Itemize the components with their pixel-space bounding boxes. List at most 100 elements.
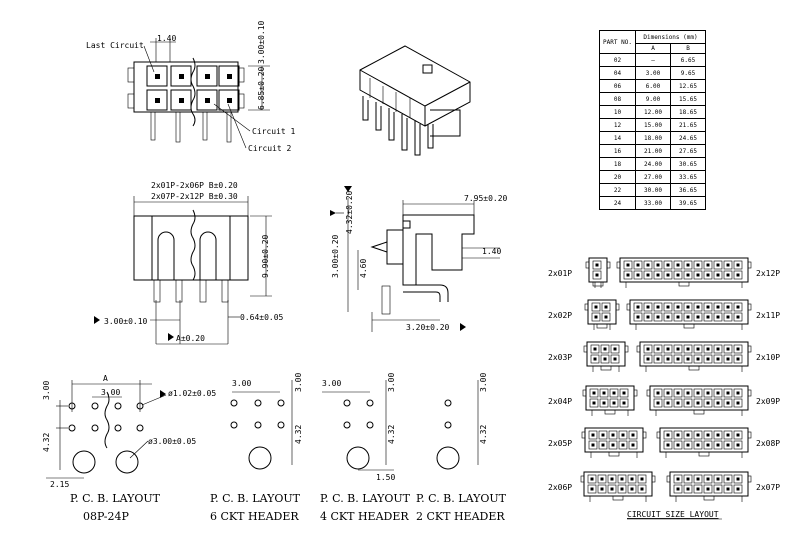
pcb4-title-2: 2 CKT HEADER bbox=[416, 510, 505, 523]
cavity bbox=[663, 312, 673, 322]
cell-b: 39.65 bbox=[670, 196, 706, 210]
pcb3-dim-right2: 4.32 bbox=[387, 425, 396, 444]
pcb1-dim-left2: 4.32 bbox=[42, 433, 51, 452]
cavity bbox=[673, 344, 683, 354]
cell-part: 02 bbox=[599, 53, 636, 67]
pcb1-holes bbox=[68, 402, 144, 432]
cavity bbox=[703, 344, 713, 354]
cavity bbox=[703, 302, 713, 312]
cavity bbox=[601, 302, 611, 312]
top-view: 1.40 Last Circuit 3.00±0.10 6.85±0.20 Ci… bbox=[86, 20, 296, 153]
side-left-dim: 3.00±0.10 bbox=[104, 317, 148, 326]
cavity bbox=[607, 474, 617, 484]
cavity bbox=[653, 398, 663, 408]
cell-a: 27.00 bbox=[635, 170, 671, 184]
pcb2-holes bbox=[230, 399, 285, 429]
pcb1-dim-left: 3.00 bbox=[42, 381, 51, 400]
pcb-layout-4ckt: 3.00 3.00 4.32 1.50 P. C. B. LAYOUT 4 CK… bbox=[320, 373, 411, 523]
profile-dim-b: 4.32±0.20 bbox=[345, 190, 354, 234]
cavity bbox=[643, 270, 653, 280]
cavity bbox=[643, 302, 653, 312]
pcb2-dim-right: 3.00 bbox=[294, 373, 303, 392]
cavity bbox=[643, 344, 653, 354]
table-row: 02—6.65 bbox=[599, 53, 706, 67]
cavity bbox=[683, 270, 693, 280]
profile-top-dim: 7.95±0.20 bbox=[464, 194, 508, 203]
label-left-2: 2x03P bbox=[548, 353, 572, 362]
connector-2x12P bbox=[616, 257, 752, 288]
cell-a: 6.00 bbox=[635, 79, 671, 93]
cavity bbox=[663, 430, 673, 440]
cavity bbox=[733, 440, 743, 450]
label-left-0: 2x01P bbox=[548, 269, 572, 278]
cavity bbox=[703, 354, 713, 364]
cavity bbox=[592, 260, 602, 270]
cell-part: 12 bbox=[599, 118, 636, 132]
cell-part: 24 bbox=[599, 196, 636, 210]
cavity bbox=[618, 430, 628, 440]
pcb3-title-2: 4 CKT HEADER bbox=[320, 510, 409, 523]
cavity bbox=[683, 398, 693, 408]
cavity bbox=[663, 388, 673, 398]
cavity bbox=[591, 302, 601, 312]
profile-dim-d: 1.40 bbox=[482, 247, 501, 256]
cavity bbox=[653, 354, 663, 364]
cavity bbox=[633, 270, 643, 280]
last-circuit-label: Last Circuit bbox=[86, 41, 144, 50]
cavity bbox=[633, 302, 643, 312]
cavity bbox=[663, 260, 673, 270]
label-right-5: 2x07P bbox=[756, 483, 780, 492]
cavity bbox=[673, 474, 683, 484]
cavity bbox=[637, 484, 647, 494]
connector-2x02P bbox=[584, 299, 620, 330]
pcb3-dim-bottom: 1.50 bbox=[376, 473, 395, 482]
cavity bbox=[590, 354, 600, 364]
cavity bbox=[609, 398, 619, 408]
cell-b: 36.65 bbox=[670, 183, 706, 197]
cavity bbox=[673, 354, 683, 364]
cavity bbox=[598, 430, 608, 440]
cavity bbox=[693, 270, 703, 280]
table-header-a: A bbox=[635, 43, 671, 54]
cavity bbox=[683, 344, 693, 354]
cavity bbox=[643, 260, 653, 270]
pcb2-dim-top: 3.00 bbox=[232, 379, 251, 388]
connector-2x11P bbox=[626, 299, 752, 330]
cavity bbox=[673, 430, 683, 440]
cavity bbox=[598, 440, 608, 450]
cavity bbox=[733, 302, 743, 312]
cavity bbox=[619, 398, 629, 408]
cavity bbox=[723, 398, 733, 408]
pcb1-title-1: P. C. B. LAYOUT bbox=[70, 492, 161, 505]
cell-part: 16 bbox=[599, 144, 636, 158]
cavity bbox=[600, 354, 610, 364]
cavity bbox=[653, 260, 663, 270]
cavity bbox=[723, 440, 733, 450]
pitch-top-label: 1.40 bbox=[157, 34, 176, 43]
cell-b: 12.65 bbox=[670, 79, 706, 93]
cavity bbox=[693, 484, 703, 494]
cavity bbox=[683, 302, 693, 312]
cell-part: 22 bbox=[599, 183, 636, 197]
side-a-dim: A±0.20 bbox=[176, 334, 205, 343]
table-header-b: B bbox=[670, 43, 706, 54]
cavity bbox=[713, 260, 723, 270]
pcb3-title-1: P. C. B. LAYOUT bbox=[320, 492, 411, 505]
cell-a: 33.00 bbox=[635, 196, 671, 210]
cavity bbox=[713, 430, 723, 440]
table-header-part: PART NO. bbox=[599, 30, 636, 54]
cavity bbox=[653, 302, 663, 312]
cavity bbox=[618, 440, 628, 450]
pcb4-title-1: P. C. B. LAYOUT bbox=[416, 492, 507, 505]
cavity bbox=[627, 484, 637, 494]
cell-b: 27.65 bbox=[670, 144, 706, 158]
cavity bbox=[703, 260, 713, 270]
cavity bbox=[703, 388, 713, 398]
cavity bbox=[723, 388, 733, 398]
connector-2x07P bbox=[666, 471, 752, 502]
cell-a: — bbox=[635, 53, 671, 67]
